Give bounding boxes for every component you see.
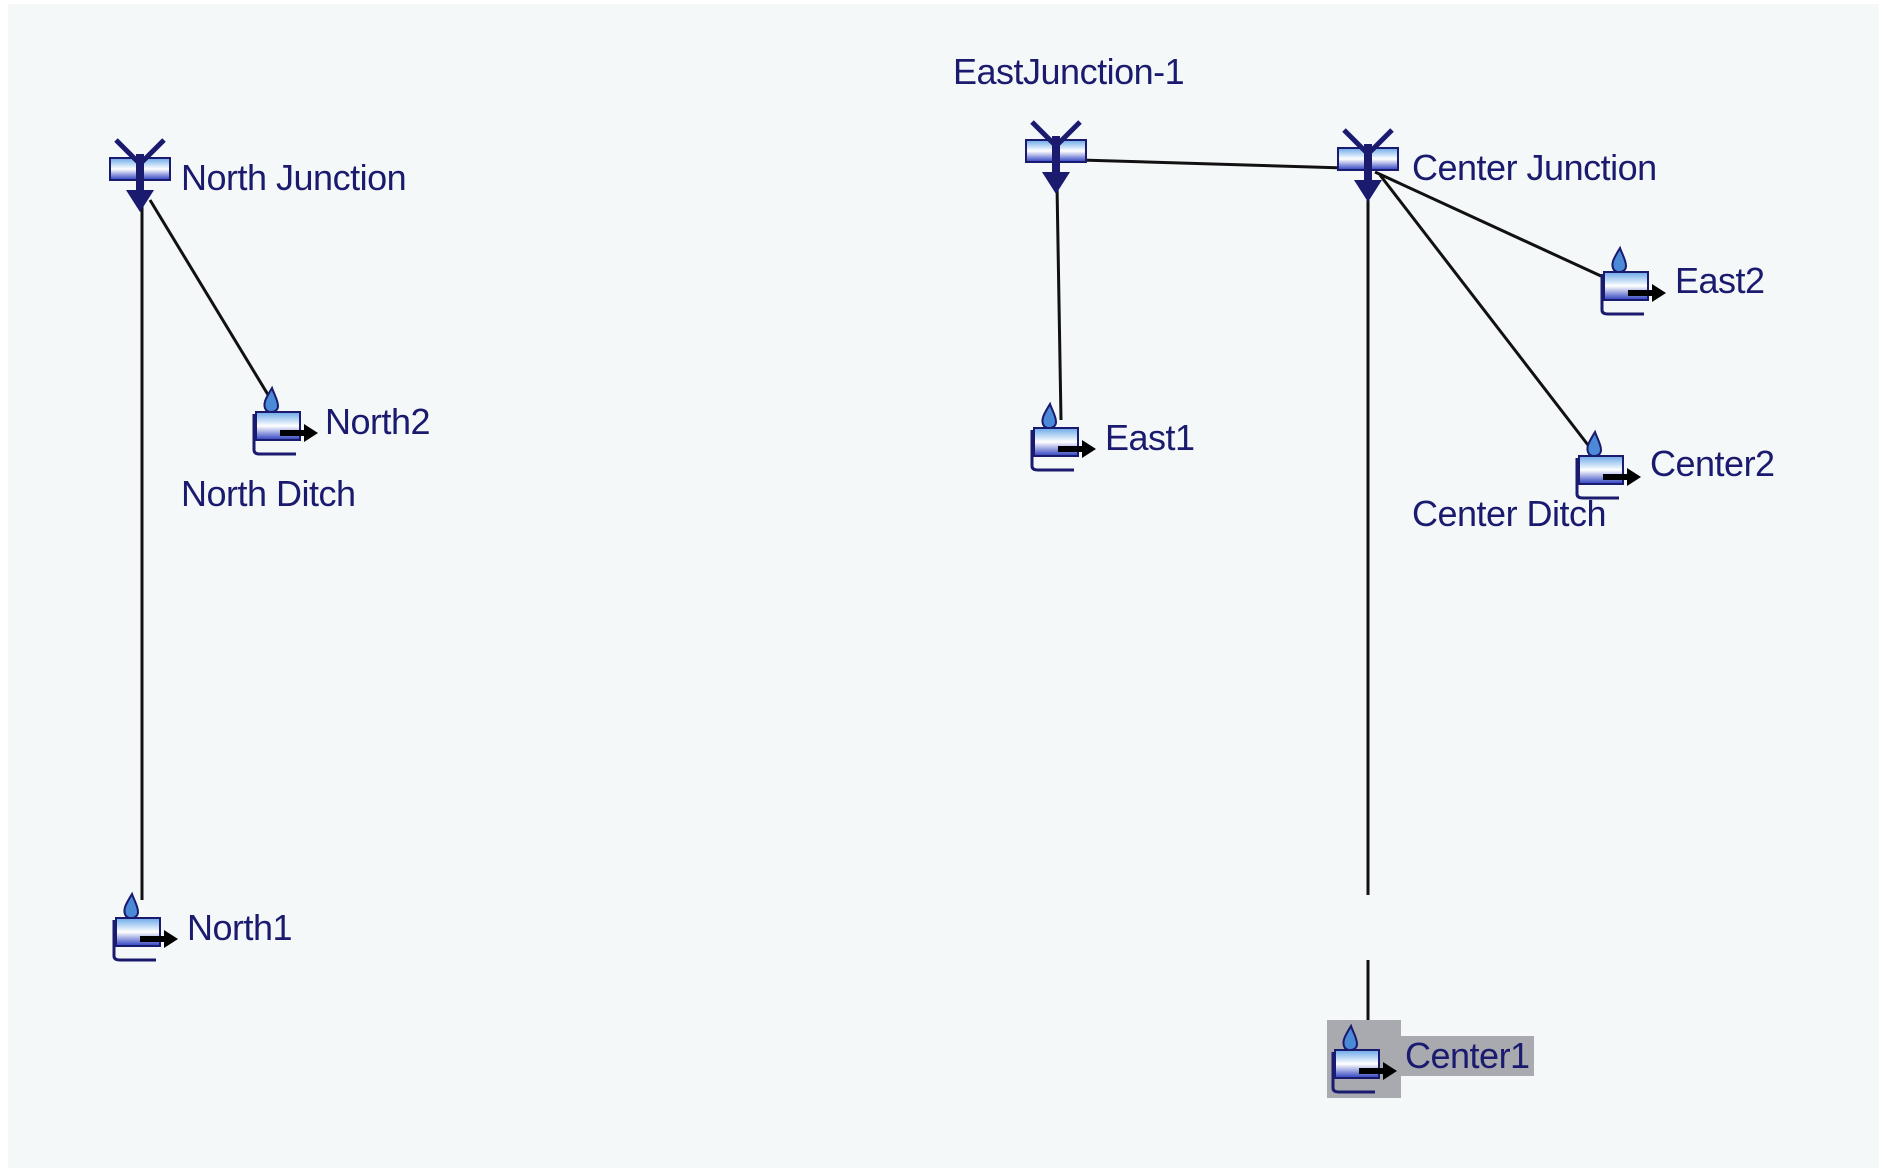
junction-icon [1336, 126, 1400, 206]
link-east1-to-east-junction-1 [1055, 184, 1063, 421]
node-label-east1[interactable]: East1 [1105, 417, 1195, 458]
node-north-junction[interactable] [108, 136, 172, 216]
subbasin-icon [1028, 400, 1098, 474]
node-label-east-junction-1[interactable]: EastJunction-1 [953, 51, 1185, 92]
subbasin-icon [1573, 428, 1643, 502]
basin-model-canvas[interactable] [8, 4, 1879, 1168]
reach-label-center-ditch[interactable]: Center Ditch [1412, 493, 1607, 534]
node-label-center1[interactable]: Center1 [1401, 1036, 1534, 1076]
junction-icon [108, 136, 172, 216]
subbasin-icon [1329, 1022, 1399, 1096]
link-center2-to-center-junction [1378, 174, 1590, 446]
link-north2-to-north-junction [148, 199, 272, 399]
node-north2[interactable] [250, 384, 320, 458]
node-east2[interactable] [1598, 244, 1668, 318]
node-label-north-junction[interactable]: North Junction [181, 157, 407, 198]
node-label-north1[interactable]: North1 [187, 907, 293, 948]
link-east2-to-center-junction [1374, 170, 1615, 284]
node-east1[interactable] [1028, 400, 1098, 474]
node-east-junction-1[interactable] [1024, 118, 1088, 198]
subbasin-icon [110, 890, 180, 964]
node-label-north2[interactable]: North2 [325, 401, 431, 442]
node-center2[interactable] [1573, 428, 1643, 502]
node-north1[interactable] [110, 890, 180, 964]
junction-icon [1024, 118, 1088, 198]
subbasin-icon [1598, 244, 1668, 318]
node-label-east2[interactable]: East2 [1675, 260, 1765, 301]
node-center1[interactable] [1327, 1020, 1401, 1098]
subbasin-icon [250, 384, 320, 458]
reach-label-north-ditch[interactable]: North Ditch [181, 473, 356, 514]
node-label-center2[interactable]: Center2 [1650, 443, 1775, 484]
node-label-center-junction[interactable]: Center Junction [1412, 147, 1657, 188]
node-center-junction[interactable] [1336, 126, 1400, 206]
link-east-junction-1-to-center-junction [1079, 158, 1346, 170]
